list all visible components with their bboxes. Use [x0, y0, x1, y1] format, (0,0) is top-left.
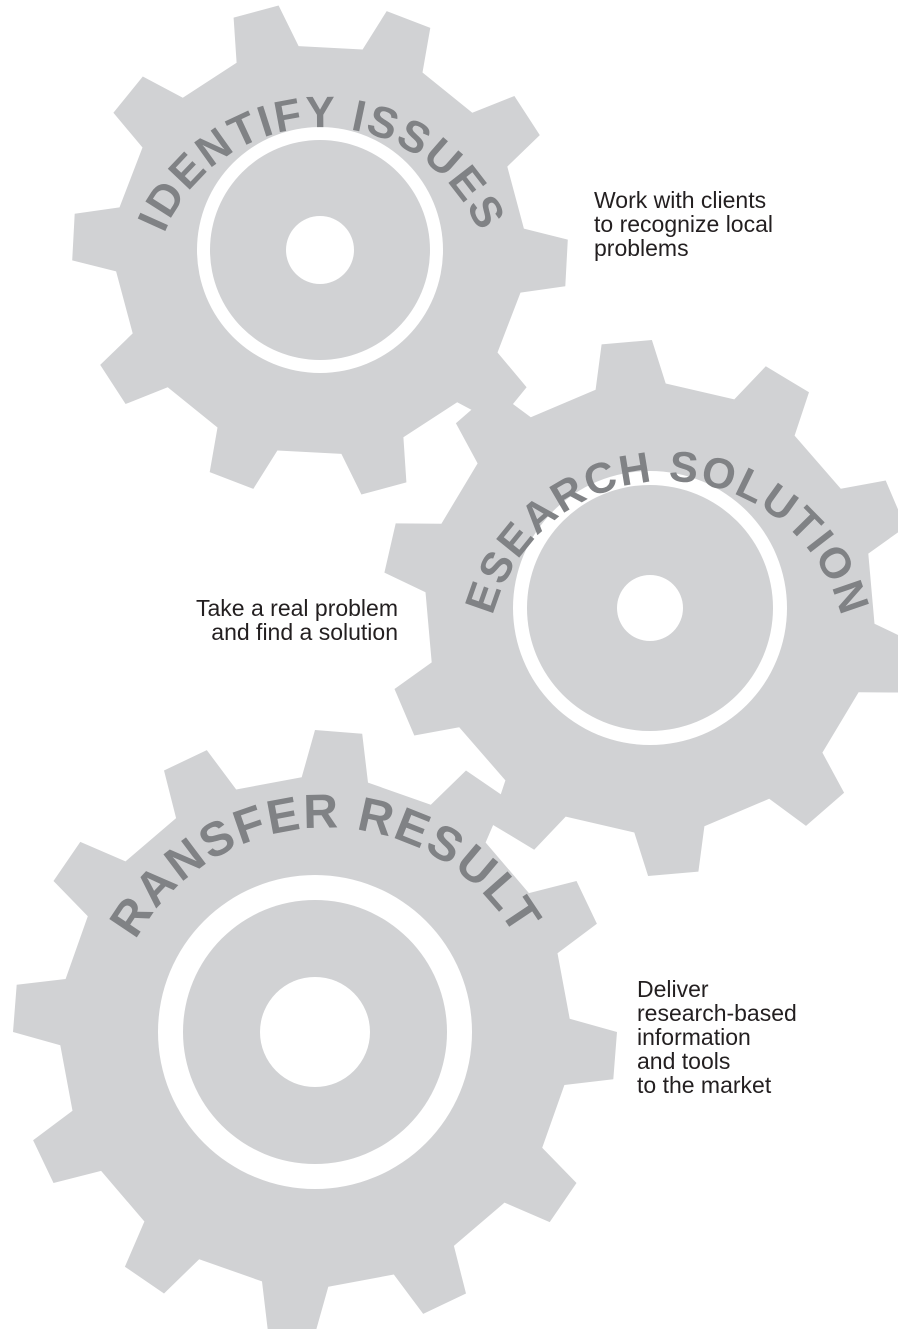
gear-identify: IDENTIFY ISSUES [72, 5, 568, 495]
gear-research-hole [617, 575, 683, 641]
gear-transfer-hole [260, 977, 370, 1087]
research-description: Take a real problem and find a solution [196, 595, 398, 645]
identify-description: Work with clients to recognize local pro… [594, 187, 773, 261]
transfer-description: Deliver research-based information and t… [637, 976, 797, 1098]
gear-identify-hole [286, 216, 354, 284]
